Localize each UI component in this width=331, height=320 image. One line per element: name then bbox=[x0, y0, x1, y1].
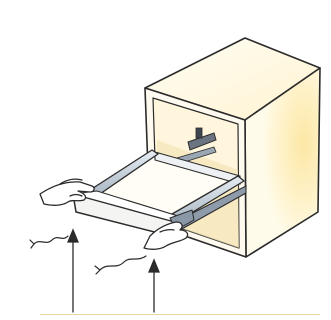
drawer bbox=[72, 149, 247, 239]
left-hand bbox=[39, 178, 95, 206]
lift-arrows bbox=[67, 228, 160, 313]
lift-arrow-left-head bbox=[67, 228, 79, 243]
right-hand bbox=[143, 221, 189, 250]
motion-line-right bbox=[99, 255, 147, 271]
bottom-divider bbox=[40, 314, 320, 315]
motion-line-left bbox=[33, 235, 69, 245]
lift-arrow-right-head bbox=[148, 258, 160, 273]
motion-lines bbox=[29, 235, 147, 275]
motion-line-left-tail bbox=[29, 239, 35, 249]
motion-line-right-tail bbox=[94, 265, 101, 275]
